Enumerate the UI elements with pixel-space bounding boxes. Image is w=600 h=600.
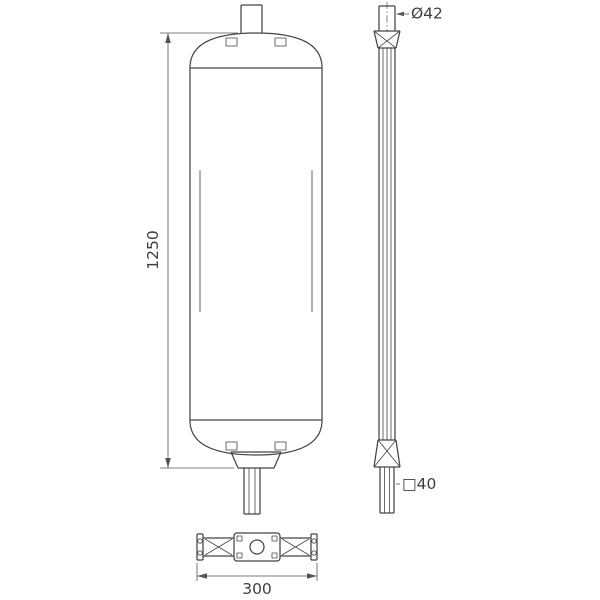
dimension-top-diameter-label: Ø42: [411, 5, 443, 23]
dimension-length-label: 1250: [144, 230, 162, 269]
side-body-inner-lines: [382, 48, 392, 440]
bottom-center-hole: [249, 539, 265, 555]
bottom-right-bolt-lower: [311, 550, 317, 556]
bottom-plate-bolt-top-right: [271, 535, 278, 542]
front-base-neck: [230, 451, 282, 469]
bottom-view: [196, 532, 318, 562]
side-bottom-bracket-cross: [373, 439, 401, 468]
side-view: [373, 2, 401, 514]
dimension-top-diameter: Ø42: [396, 5, 443, 23]
side-bottom-stub-inner-lines: [384, 467, 390, 513]
dimension-bottom-square-label: □40: [402, 475, 436, 493]
front-bottom-latch-right: [274, 441, 287, 451]
bottom-plate-bolt-bottom-left: [236, 552, 243, 559]
side-top-bracket: [373, 30, 401, 49]
front-top-latch-left: [225, 37, 238, 47]
front-bottom-stub-inner-lines: [248, 468, 256, 514]
bottom-left-bolt-lower: [197, 550, 203, 556]
dimension-width-arrow-left: [197, 573, 207, 579]
dimension-top-diameter-arrow: [396, 11, 404, 17]
front-bottom-stub-outline: [243, 468, 261, 515]
side-body-outer-lines: [378, 48, 396, 440]
dimension-width: 300: [196, 563, 318, 598]
bottom-center-plate: [233, 532, 281, 562]
dimension-width-extension-lines: [196, 563, 318, 581]
dimension-length: 1250: [144, 32, 238, 469]
side-top-stub: [378, 5, 396, 31]
bottom-left-end-clamp: [196, 533, 204, 561]
dimension-width-arrow-right: [307, 573, 317, 579]
front-view: [189, 4, 323, 515]
front-bottom-latch-left: [225, 441, 238, 451]
bottom-right-arm-cross: [281, 538, 310, 556]
front-top-latch-right: [274, 37, 287, 47]
front-glass-edge-lines: [199, 170, 313, 312]
bottom-left-bolt-upper: [197, 538, 203, 544]
bottom-plate-bolt-bottom-right: [271, 552, 278, 559]
dimension-length-arrow-top: [165, 33, 171, 43]
side-bottom-stub-outline: [379, 467, 395, 514]
dimension-width-label: 300: [242, 580, 272, 598]
dimension-length-arrow-bottom: [165, 458, 171, 468]
front-top-stub: [240, 4, 263, 33]
bottom-right-arm: [280, 537, 311, 557]
bottom-left-arm: [203, 537, 234, 557]
dimension-length-extension-lines: [160, 32, 238, 469]
front-body-outline: [189, 32, 323, 456]
bottom-right-end-clamp: [310, 533, 318, 561]
bottom-right-bolt-upper: [311, 538, 317, 544]
side-top-bracket-cross: [373, 30, 401, 49]
side-bottom-bracket: [373, 439, 401, 468]
bottom-plate-bolt-top-left: [236, 535, 243, 542]
dimension-bottom-square: □40: [396, 475, 436, 493]
bottom-left-arm-cross: [204, 538, 233, 556]
